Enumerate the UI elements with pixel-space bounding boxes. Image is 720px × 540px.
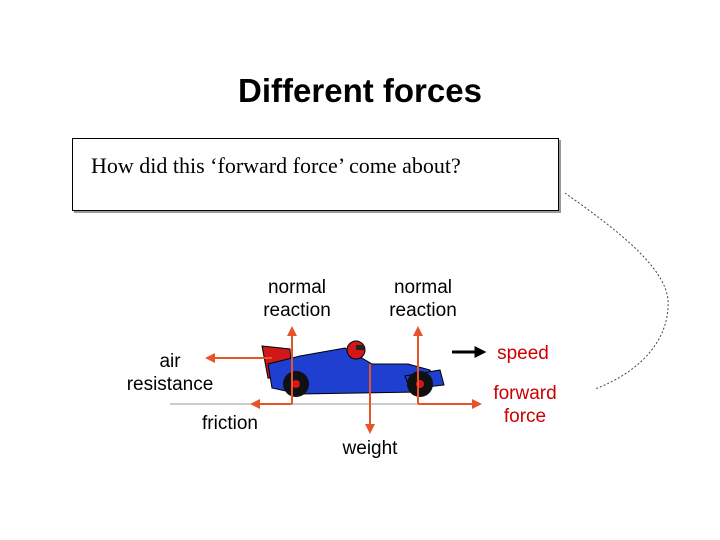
link-curve	[564, 192, 669, 390]
speed-label: speed	[497, 343, 549, 364]
rear-hub	[292, 380, 300, 388]
friction-label: friction	[202, 413, 258, 434]
race-car	[170, 340, 450, 405]
weight-label: weight	[342, 438, 398, 459]
driver-visor	[356, 345, 364, 350]
slide-title: Different forces	[238, 72, 482, 109]
question-text: How did this ‘forward force’ come about?	[91, 153, 461, 178]
question-box: How did this ‘forward force’ come about?	[72, 138, 559, 211]
